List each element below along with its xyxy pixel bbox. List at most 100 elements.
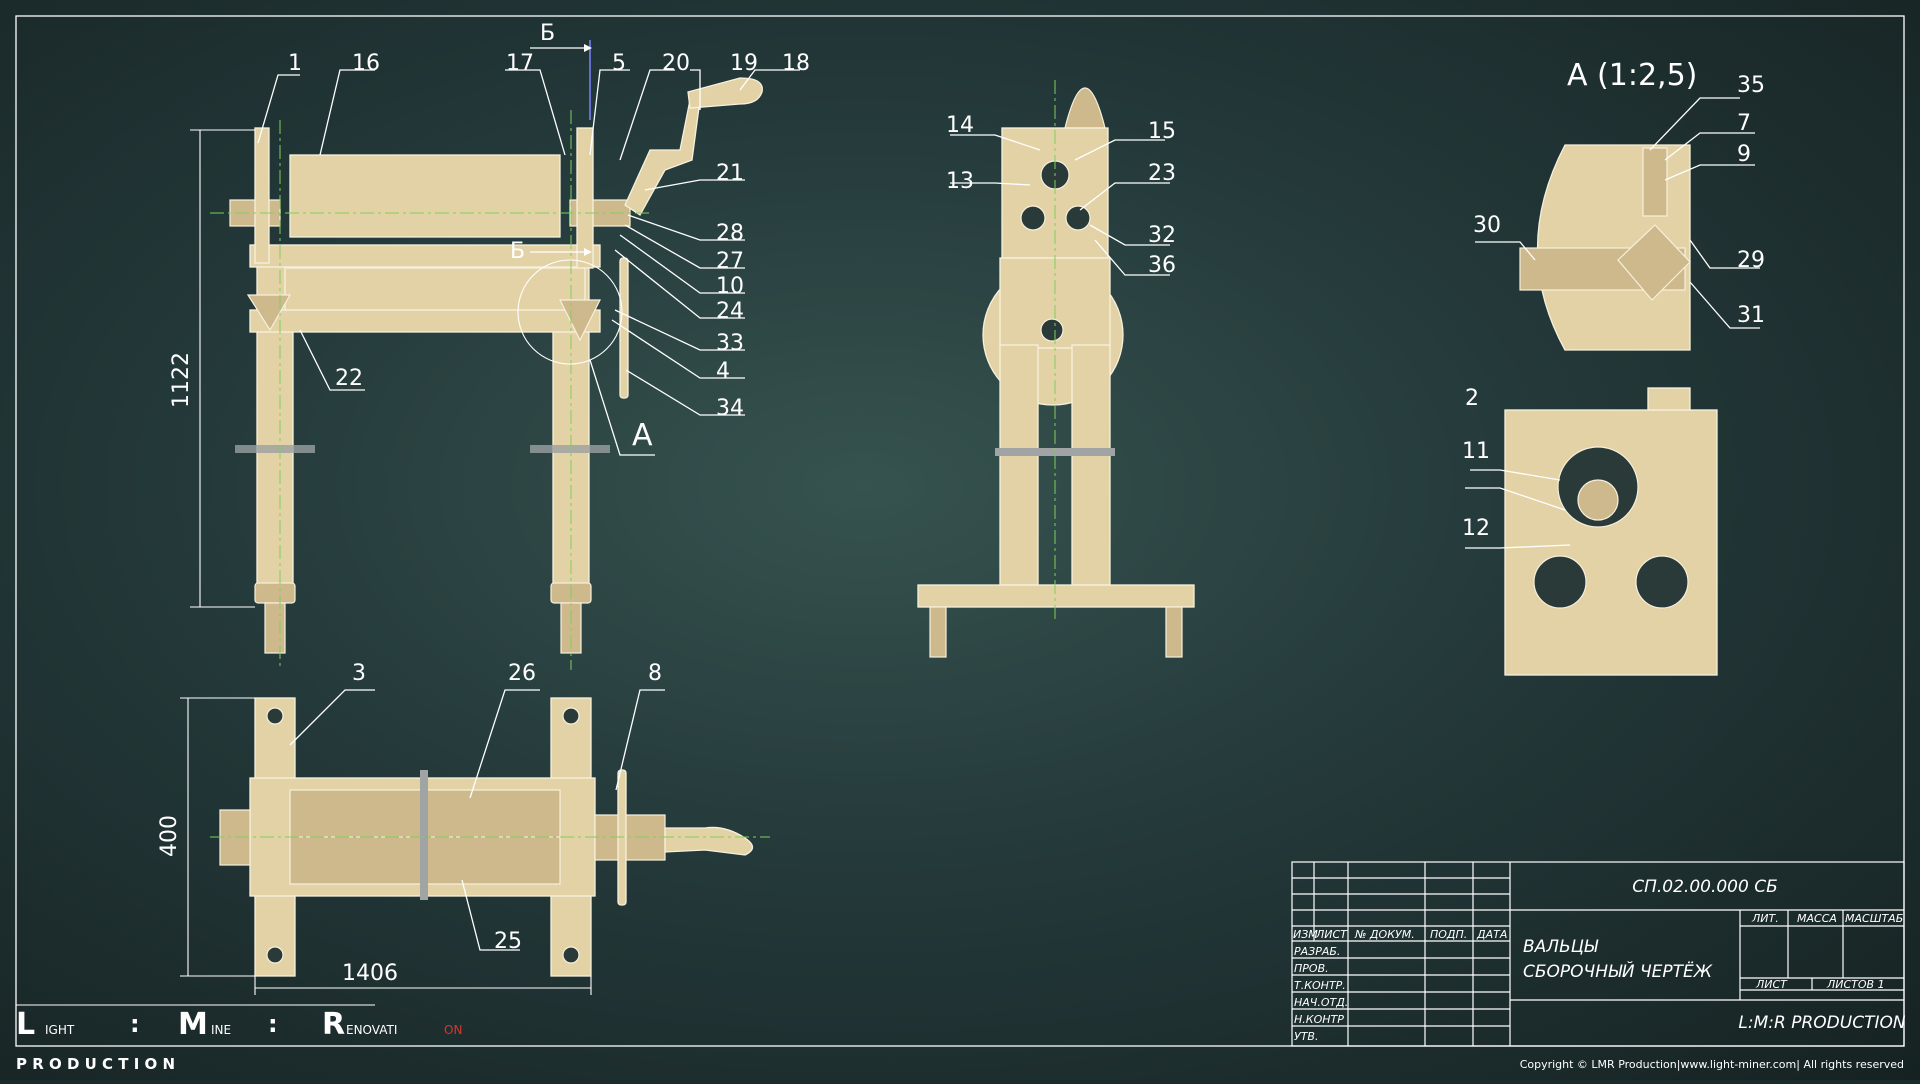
side-base: [917, 584, 1195, 608]
callout-10: 10: [716, 274, 744, 299]
left-foot-bolt: [264, 602, 286, 654]
callout-14: 14: [946, 113, 974, 138]
logo-ine: INE: [211, 1023, 231, 1037]
row-utv: УТВ.: [1294, 1030, 1318, 1043]
dim-length: 1406: [342, 961, 398, 986]
copyright: Copyright © LMR Production|www.light-min…: [1520, 1058, 1904, 1071]
detail-a-circle: [517, 259, 623, 365]
dim-width: 400: [157, 815, 182, 857]
callout-8: 8: [648, 661, 662, 686]
callout-3: 3: [352, 661, 366, 686]
bolt-hole: [562, 946, 580, 964]
scale-label: МАСШТАБ: [1845, 912, 1903, 925]
callout-4: 4: [716, 359, 730, 384]
side-view: [917, 80, 1195, 658]
detail-a-pin: [1642, 147, 1668, 217]
side-bore-left: [1020, 205, 1046, 231]
section-label-top: Б: [540, 21, 555, 46]
callout-2: 2: [1465, 386, 1479, 411]
top-view: 400 1406: [157, 697, 770, 995]
callout-19: 19: [730, 51, 758, 76]
callout-a: А: [632, 418, 653, 453]
side-leg-left: [999, 344, 1039, 586]
lower-frame-beam: [249, 309, 601, 333]
logo-m: M: [178, 1007, 208, 1042]
side-bore-right: [1065, 205, 1091, 231]
row-tkontr: Т.КОНТР.: [1294, 979, 1346, 992]
row-nachotd: НАЧ.ОТД.: [1294, 996, 1348, 1009]
end-plate-5: [576, 127, 594, 269]
upper-frame-beam: [249, 244, 601, 268]
doc-number: СП.02.00.000 СБ: [1632, 877, 1778, 897]
title-block-text: ИЗМ ЛИСТ № ДОКУМ. ПОДП. ДАТА РАЗРАБ. ПРО…: [1293, 877, 1906, 1043]
callout-15: 15: [1148, 119, 1176, 144]
section-label-mid: Б: [510, 239, 525, 264]
callout-23: 23: [1148, 161, 1176, 186]
callout-17: 17: [506, 51, 534, 76]
row-razrab: РАЗРАБ.: [1294, 945, 1340, 958]
callout-9: 9: [1737, 142, 1751, 167]
callout-16: 16: [352, 51, 380, 76]
break-mark-side: [995, 448, 1115, 456]
detail-a-wedge: [1617, 224, 1691, 301]
col-izm: ИЗМ: [1293, 928, 1318, 941]
dim-height: 1122: [169, 352, 194, 408]
side-bore-mid: [1040, 318, 1064, 342]
lit-label: ЛИТ.: [1751, 912, 1779, 925]
callout-33: 33: [716, 331, 744, 356]
section-b-hole-right: [1635, 555, 1689, 609]
logo-ight: IGHT: [45, 1023, 75, 1037]
upper-roller: [289, 154, 561, 238]
row-nkontr: Н.КОНТР: [1294, 1013, 1344, 1026]
bolt-hole: [562, 707, 580, 725]
row-prov: ПРОВ.: [1294, 962, 1329, 975]
callout-32: 32: [1148, 223, 1176, 248]
section-b-hole-left: [1533, 555, 1587, 609]
logo-sep-1: :: [130, 1010, 140, 1038]
mass-label: МАССА: [1797, 912, 1837, 925]
section-b-tab: [1647, 387, 1691, 411]
company-name: L:M:R PRODUCTION: [1738, 1013, 1905, 1033]
lower-roller: [284, 267, 586, 311]
callouts: 1 16 17 5 20 19 18 21 28 27 10 24 33 4 3…: [288, 21, 1765, 954]
logo-l: L: [16, 1007, 35, 1042]
col-list: ЛИСТ: [1315, 928, 1348, 941]
callout-21: 21: [716, 161, 744, 186]
left-foot: [254, 582, 296, 604]
callout-13: 13: [946, 169, 974, 194]
leader-lines: [257, 69, 1760, 951]
col-doc: № ДОКУМ.: [1354, 928, 1415, 941]
callout-11: 11: [1462, 439, 1490, 464]
sheet-label: ЛИСТ: [1755, 978, 1788, 991]
callout-34: 34: [716, 396, 744, 421]
col-sign: ПОДП.: [1430, 928, 1467, 941]
side-foot-left: [929, 606, 947, 658]
logo-enovati: ENOVATI: [346, 1023, 397, 1037]
callout-36: 36: [1148, 253, 1176, 278]
callout-25: 25: [494, 929, 522, 954]
callout-27: 27: [716, 249, 744, 274]
section-arrowhead-mid: [584, 248, 592, 256]
sheets-label: ЛИСТОВ 1: [1826, 978, 1885, 991]
callout-29: 29: [1737, 248, 1765, 273]
side-foot-right: [1165, 606, 1183, 658]
section-b-view: [1504, 387, 1718, 676]
drawing-name-1: ВАЛЬЦЫ: [1523, 937, 1599, 957]
logo-on: ON: [444, 1023, 462, 1037]
crank-arm: [624, 99, 701, 216]
logo: L IGHT : M INE : R ENOVATI ON P R O D U …: [16, 1004, 1904, 1073]
detail-a-view: А (1:2,5): [1519, 58, 1697, 351]
section-arrowhead-top: [584, 44, 592, 52]
top-crank-handle: [664, 826, 754, 856]
break-mark-right: [530, 445, 610, 453]
callout-12: 12: [1462, 516, 1490, 541]
lifting-eye: [1064, 87, 1106, 129]
crank-handle-18: [687, 77, 763, 109]
callout-30: 30: [1473, 213, 1501, 238]
drawing-name-2: СБОРОЧНЫЙ ЧЕРТЁЖ: [1523, 960, 1713, 982]
logo-r: R: [322, 1007, 345, 1042]
bolt-hole: [266, 707, 284, 725]
callout-18: 18: [782, 51, 810, 76]
callout-35: 35: [1737, 73, 1765, 98]
